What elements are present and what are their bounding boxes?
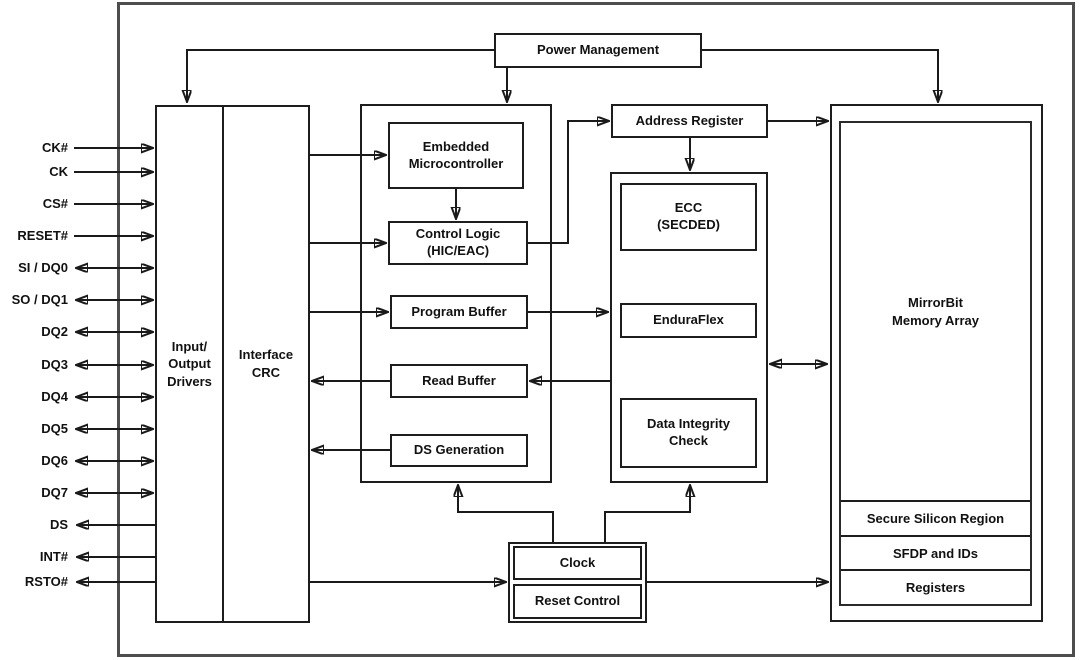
read-buffer-block: Read Buffer: [390, 364, 528, 398]
io-drivers-block: Input/ Output Drivers: [167, 338, 212, 389]
pin-label-reset: RESET#: [17, 228, 68, 243]
data-integrity-check-block: Data Integrity Check: [620, 398, 757, 468]
pin-label-si-dq0: SI / DQ0: [18, 260, 68, 275]
pin-label-ds: DS: [49, 517, 68, 532]
pin-label-dq5: DQ5: [41, 421, 68, 436]
pin-label-dq6: DQ6: [41, 453, 68, 468]
secure-silicon-region-block: Secure Silicon Region: [841, 500, 1030, 535]
io-crc-compound-block: Input/ Output Drivers Interface CRC: [155, 105, 310, 623]
pin-label-dq2: DQ2: [41, 324, 68, 339]
pin-label-int-hash: INT#: [39, 549, 68, 564]
pin-label-dq3: DQ3: [41, 357, 68, 372]
pin-label-cs-hash: CS#: [42, 196, 68, 211]
clock-block: Clock: [513, 546, 642, 580]
mirrorbit-memory-array-block: MirrorBit Memory Array: [892, 294, 979, 328]
ds-generation-block: DS Generation: [390, 434, 528, 467]
enduraflex-block: EnduraFlex: [620, 303, 757, 338]
pin-label-dq4: DQ4: [41, 389, 68, 404]
power-management-block: Power Management: [494, 33, 702, 68]
pin-label-ck-hash: CK#: [41, 140, 68, 155]
control-logic-block: Control Logic (HIC/EAC): [388, 221, 528, 265]
ecc-secded-block: ECC (SECDED): [620, 183, 757, 251]
sfdp-and-ids-block: SFDP and IDs: [841, 535, 1030, 569]
registers-block: Registers: [841, 569, 1030, 604]
pin-label-dq7: DQ7: [41, 485, 68, 500]
memory-inner-block: MirrorBit Memory Array Secure Silicon Re…: [839, 121, 1032, 606]
reset-control-block: Reset Control: [513, 584, 642, 619]
embedded-microcontroller-block: Embedded Microcontroller: [388, 122, 524, 189]
pin-label-ck: CK: [49, 164, 68, 179]
pin-label-so-dq1: SO / DQ1: [11, 292, 68, 307]
address-register-block: Address Register: [611, 104, 768, 138]
pin-label-rsto: RSTO#: [24, 574, 68, 589]
program-buffer-block: Program Buffer: [390, 295, 528, 329]
interface-crc-block: Interface CRC: [222, 107, 308, 621]
